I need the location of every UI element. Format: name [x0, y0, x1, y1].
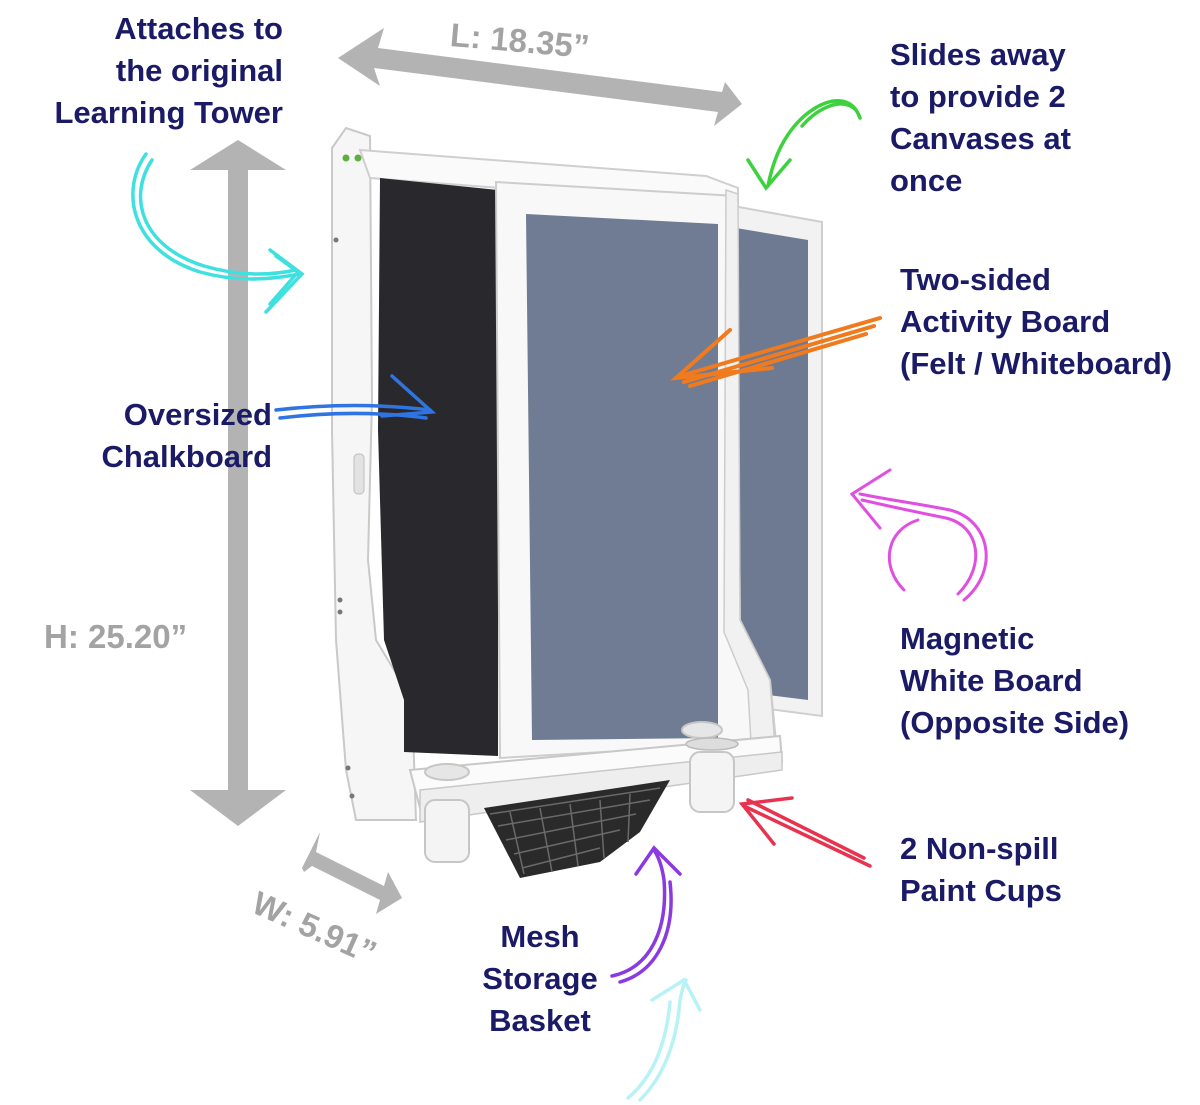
- green-arrow: [746, 99, 862, 191]
- mesh-line-3: Basket: [489, 1003, 591, 1038]
- paint-cup-right: [681, 721, 735, 813]
- two-sided-line-2: Activity Board: [900, 304, 1111, 339]
- light-cyan-arrow: [626, 977, 702, 1102]
- height-dimension-arrow: [190, 140, 286, 826]
- mesh-basket: [484, 780, 670, 878]
- attach-line-2: the original: [115, 53, 283, 88]
- magenta-arrow: [849, 468, 988, 602]
- product-illustration: [331, 126, 823, 878]
- mesh-line-1: Mesh: [500, 919, 580, 954]
- felt-board-surface: [526, 214, 718, 740]
- slides-line-1: Slides away: [890, 37, 1066, 72]
- length-dimension-arrow: [338, 28, 742, 126]
- slides-line-4: once: [890, 163, 963, 198]
- chalkboard-surface: [378, 178, 498, 756]
- paint-cups-callout: 2 Non-spill Paint Cups: [900, 828, 1062, 912]
- height-dimension-label: H: 25.20”: [44, 618, 188, 655]
- magnetic-line-3: (Opposite Side): [900, 705, 1130, 740]
- paint-cups-line-2: Paint Cups: [900, 873, 1062, 908]
- mesh-callout: Mesh Storage Basket: [478, 916, 602, 1042]
- magnetic-line-2: White Board: [900, 663, 1083, 698]
- slides-line-3: Canvases at: [890, 121, 1071, 156]
- teal-arrow: [131, 152, 305, 314]
- two-sided-callout: Two-sided Activity Board (Felt / Whitebo…: [900, 259, 1172, 385]
- attach-line-1: Attaches to: [114, 11, 283, 46]
- slides-line-2: to provide 2: [890, 79, 1066, 114]
- width-dimension-arrow: [302, 832, 402, 914]
- orange-arrow: [670, 316, 882, 388]
- chalkboard-line-2: Chalkboard: [101, 439, 272, 474]
- tray-slot: [685, 737, 739, 751]
- purple-arrow: [610, 845, 682, 984]
- slides-callout: Slides away to provide 2 Canvases at onc…: [890, 34, 1071, 202]
- attach-callout: Attaches to the original Learning Tower: [54, 8, 283, 134]
- paint-cups-line-1: 2 Non-spill: [900, 831, 1059, 866]
- paint-cup-left: [424, 763, 470, 863]
- blue-arrow: [274, 374, 437, 420]
- chalkboard-callout: Oversized Chalkboard: [101, 394, 272, 478]
- mesh-line-2: Storage: [482, 961, 598, 996]
- two-sided-line-3: (Felt / Whiteboard): [900, 346, 1173, 381]
- attach-line-3: Learning Tower: [54, 95, 283, 130]
- red-arrow: [738, 796, 872, 868]
- chalkboard-line-1: Oversized: [123, 397, 272, 432]
- magnetic-callout: Magnetic White Board (Opposite Side): [900, 618, 1129, 744]
- two-sided-line-1: Two-sided: [900, 262, 1051, 297]
- magnetic-line-1: Magnetic: [900, 621, 1035, 656]
